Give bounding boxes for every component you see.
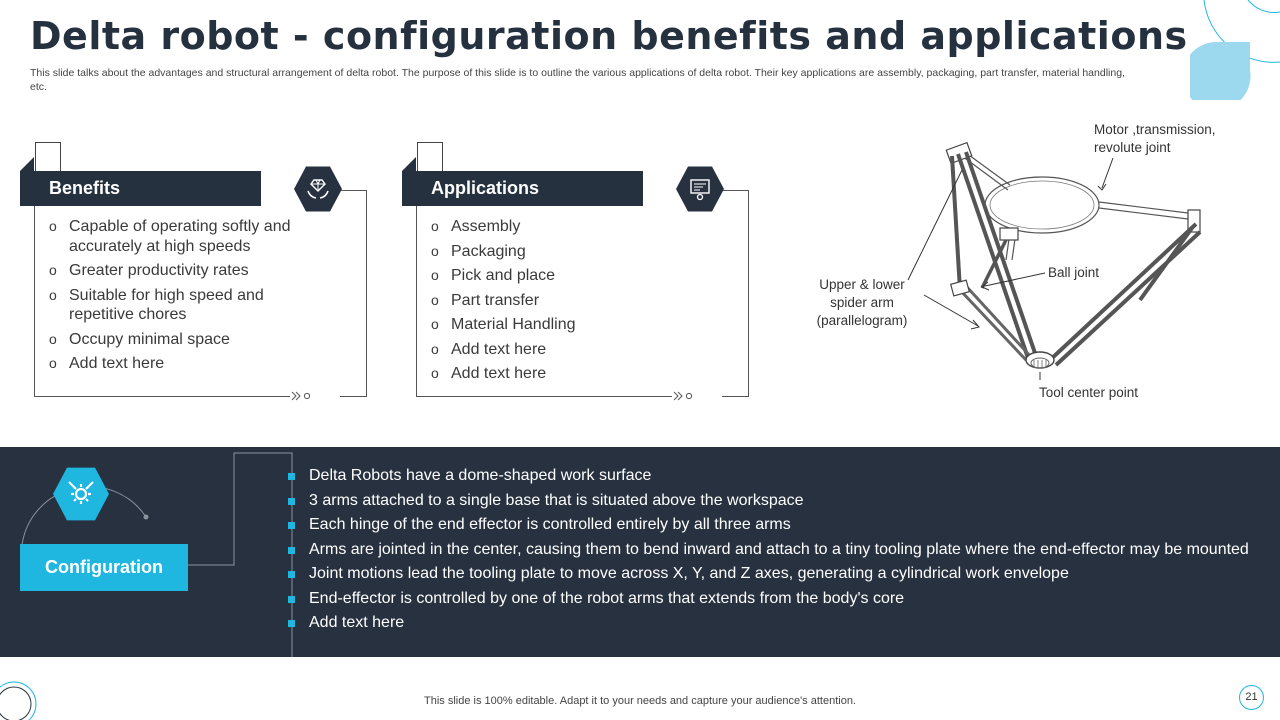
list-item: Delta Robots have a dome-shaped work sur… [288,466,1249,486]
bullet-square-icon [288,497,295,505]
page-number: 21 [1239,685,1264,710]
page-title: Delta robot - configuration benefits and… [30,14,1188,58]
bullet-circle-icon: o [431,365,439,381]
corner-decoration-bottom [0,681,37,720]
gear-tools-icon [68,481,94,504]
bullet-circle-icon: o [49,262,57,278]
double-chevron-icon [291,391,311,401]
delta-robot-diagram [907,141,1202,380]
benefits-heading: Benefits [20,171,261,206]
bullet-square-icon [288,473,295,480]
footer-note: This slide is 100% editable. Adapt it to… [424,695,856,707]
tool-center-label: Tool center point [1039,385,1139,400]
configuration-list: Delta Robots have a dome-shaped work sur… [288,466,1249,638]
bullet-circle-icon: o [431,340,439,357]
arm-label: Upper & lower spider arm (parallelogram) [816,277,908,328]
bullet-circle-icon: o [49,355,57,371]
list-item: Arms are jointed in the center, causing … [288,540,1249,560]
bullet-circle-icon: o [431,291,439,308]
bullet-circle-icon: o [49,286,57,303]
list-item: Each hinge of the end effector is contro… [288,515,1249,535]
ball-joint-label: Ball joint [1048,265,1100,280]
list-item: End-effector is controlled by one of the… [288,589,1249,609]
bullet-circle-icon: o [431,242,439,259]
applications-hex [676,166,724,212]
motor-label: Motor ,transmission, revolute joint [1094,122,1216,155]
bullet-square-icon [288,522,295,529]
configuration-section [0,447,1280,657]
bullet-circle-icon: o [49,218,57,234]
bullet-circle-icon: o [49,330,57,347]
double-chevron-icon [673,391,693,401]
benefits-tab [35,142,61,172]
diamond-hands-icon [307,179,329,199]
list-item: Add text here [288,613,1249,633]
presentation-gear-icon [690,179,710,201]
bullet-square-icon [288,546,295,554]
bullet-square-icon [288,620,295,627]
bullet-circle-icon: o [431,267,439,283]
bullet-circle-icon: o [431,316,439,332]
bullet-circle-icon: o [431,218,439,234]
list-item: Joint motions lead the tooling plate to … [288,564,1249,584]
bullet-square-icon [288,595,295,603]
corner-decoration [1190,0,1280,100]
page-subtitle: This slide talks about the advantages an… [30,67,1125,93]
applications-tab [417,142,443,172]
applications-heading: Applications [402,171,643,206]
configuration-hex [53,467,109,521]
list-item: 3 arms attached to a single base that is… [288,491,1249,511]
benefits-hex [294,166,342,212]
configuration-label: Configuration [20,544,188,591]
bullet-square-icon [288,571,295,578]
